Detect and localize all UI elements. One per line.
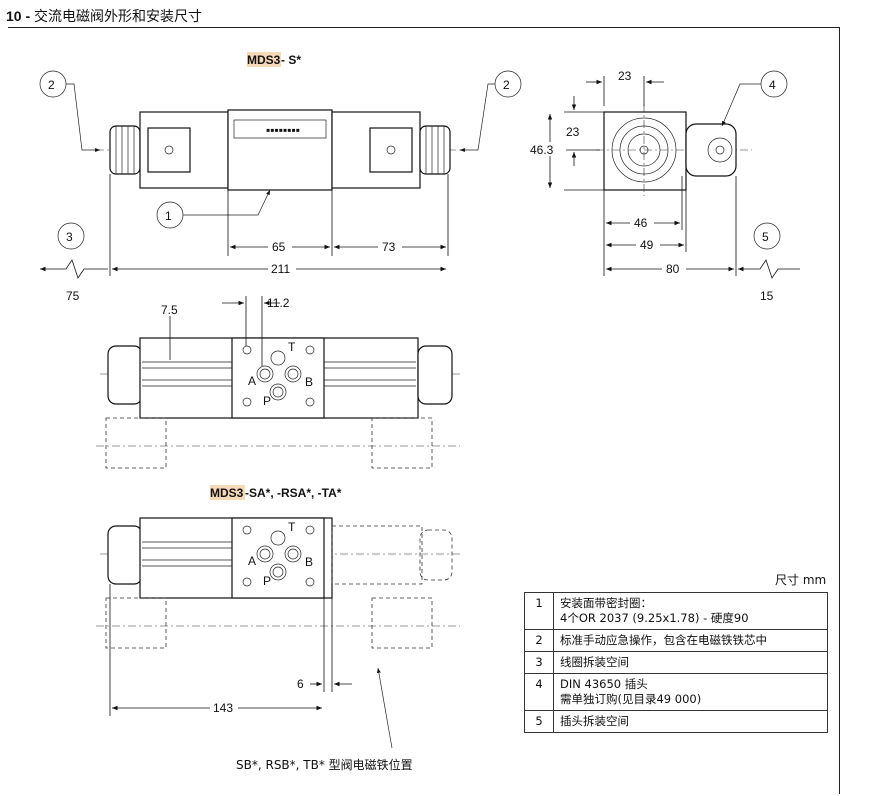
dim-73: 73 (382, 240, 396, 254)
bottom-view-title-prefix: MDS3 (210, 486, 244, 500)
units-label: 尺寸 mm (775, 573, 827, 587)
port-a: A (248, 374, 256, 388)
dim-7-5: 7.5 (161, 303, 178, 317)
port-p: P (263, 394, 271, 408)
legend-line: 需单独订购(见目录49 000) (560, 692, 702, 706)
callout-5: 5 (762, 230, 769, 244)
rotated-coil-left (105, 417, 167, 469)
legend-line: 插头拆装空间 (560, 714, 629, 728)
rotated-coil-left (105, 597, 167, 649)
legend-row: 4 DIN 43650 插头需单独订购(见目录49 000) (524, 673, 828, 711)
manual-override-left (107, 345, 143, 405)
coil-end-face (603, 111, 687, 191)
legend-line: 线圈拆装空间 (560, 655, 629, 669)
legend-number: 4 (524, 673, 554, 711)
callout-4: 4 (769, 78, 776, 92)
port-p: P (263, 574, 271, 588)
callout-2-left: 2 (48, 78, 55, 92)
connector-right (369, 127, 413, 173)
dim-211: 211 (271, 262, 290, 276)
legend-row: 2 标准手动应急操作，包含在电磁铁铁芯中 (524, 629, 828, 652)
legend-text: 标准手动应急操作，包含在电磁铁铁芯中 (553, 629, 828, 652)
manual-override-right (419, 125, 451, 175)
callout-1: 1 (165, 209, 172, 223)
port-t: T (288, 520, 296, 534)
port-a: A (248, 554, 256, 568)
legend-line: 标准手动应急操作，包含在电磁铁铁芯中 (560, 633, 767, 647)
legend-text: 线圈拆装空间 (553, 651, 828, 674)
legend-row: 3 线圈拆装空间 (524, 651, 828, 674)
drawing-frame (8, 27, 840, 794)
middle-view: T A B P 7.5 11.2 (96, 296, 460, 469)
side-view: 4 5 23 23 46.3 46 49 80 (530, 69, 800, 303)
dim-75: 75 (66, 289, 80, 303)
callout-circle-3 (57, 222, 85, 250)
din-plug (685, 123, 737, 177)
section-heading: 10 - 交流电磁阀外形和安装尺寸 (6, 6, 202, 26)
bottom-view-title-suffix: -SA*, -RSA*, -TA* (245, 486, 342, 500)
solenoid-position-note: SB*, RSB*, TB* 型阀电磁铁位置 (236, 758, 413, 772)
manual-override-right (417, 345, 453, 405)
port-t: T (288, 340, 296, 354)
connector-left (147, 127, 191, 173)
legend-line: DIN 43650 插头 (560, 677, 648, 691)
dim-23-vertical: 23 (566, 125, 580, 139)
legend-number: 2 (524, 629, 554, 652)
svg-text:▪▪▪▪▪▪▪▪: ▪▪▪▪▪▪▪▪ (266, 123, 300, 137)
rotated-coil-right (371, 597, 433, 649)
valve-body (227, 109, 333, 191)
legend-text: DIN 43650 插头需单独订购(见目录49 000) (553, 673, 828, 711)
dim-15: 15 (760, 289, 774, 303)
top-view-title-suffix: - S* (281, 53, 301, 67)
dim-65: 65 (272, 240, 286, 254)
title-highlight (210, 485, 245, 500)
legend-line: 安装面带密封圈： (560, 596, 652, 610)
dim-6: 6 (297, 677, 304, 691)
dim-11-2: 11.2 (267, 296, 290, 310)
legend-table: 1 安装面带密封圈：4个OR 2037 (9.25x1.78) - 硬度90 2… (524, 592, 828, 733)
top-view: MDS3 - S* ▪▪▪▪▪▪▪▪ 2 2 1 3 (39, 52, 522, 303)
dim-46-3: 46.3 (530, 143, 554, 157)
legend-row: 1 安装面带密封圈：4个OR 2037 (9.25x1.78) - 硬度90 (524, 592, 828, 630)
dim-80: 80 (666, 262, 680, 276)
bottom-view: MDS3 -SA*, -RSA*, -TA* T A B P 6 143 (96, 485, 460, 749)
legend-number: 1 (524, 592, 554, 630)
section-title: 交流电磁阀外形和安装尺寸 (34, 9, 203, 25)
legend-number: 3 (524, 651, 554, 674)
rotated-coil-right (371, 417, 433, 469)
dim-143: 143 (213, 701, 233, 715)
dim-23-top: 23 (618, 69, 632, 83)
port-b: B (305, 555, 313, 569)
manual-override-left (109, 125, 141, 175)
legend-row: 5 插头拆装空间 (524, 710, 828, 733)
dim-46: 46 (634, 216, 648, 230)
legend-number: 5 (524, 710, 554, 733)
callout-2-right: 2 (503, 78, 510, 92)
top-view-title-prefix: MDS3 (247, 53, 281, 67)
callout-3: 3 (66, 230, 73, 244)
dim-49: 49 (640, 238, 654, 252)
manual-override-left (107, 525, 143, 585)
section-number: 10 - (6, 8, 35, 24)
legend-text: 插头拆装空间 (553, 710, 828, 733)
title-highlight (247, 52, 281, 67)
callout-circle-5 (753, 222, 781, 250)
legend-text: 安装面带密封圈：4个OR 2037 (9.25x1.78) - 硬度90 (553, 592, 828, 630)
legend-line: 4个OR 2037 (9.25x1.78) - 硬度90 (560, 611, 749, 625)
alt-solenoid-position (331, 525, 423, 585)
port-b: B (305, 375, 313, 389)
